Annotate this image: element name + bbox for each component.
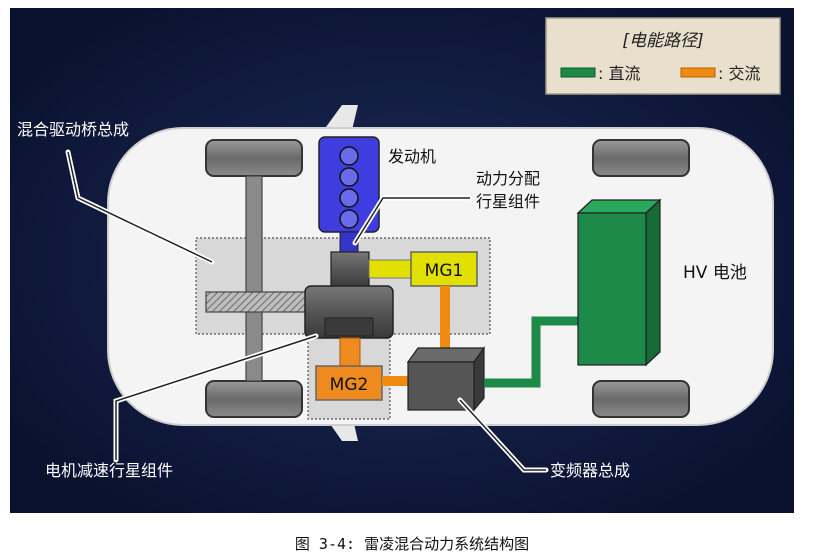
legend-box xyxy=(545,17,781,95)
label-hv-battery: HV 电池 xyxy=(683,263,747,283)
label-mg2: MG2 xyxy=(330,375,369,395)
engine-cylinders xyxy=(339,146,359,229)
ac-line-mg1 xyxy=(440,286,450,348)
legend-dc-swatch xyxy=(560,67,596,78)
front-left-wheel xyxy=(205,139,303,177)
battery-side xyxy=(645,198,661,367)
label-inverter: 变频器总成 xyxy=(550,461,630,480)
rear-left-wheel xyxy=(592,139,690,177)
reduction-gear-hub xyxy=(324,317,374,337)
label-engine: 发动机 xyxy=(388,147,436,166)
front-axle xyxy=(245,175,263,382)
leader-lines xyxy=(67,151,546,471)
label-power-split-2: 行星组件 xyxy=(476,192,540,211)
inverter-top xyxy=(406,347,486,363)
ac-line-mg2 xyxy=(382,376,408,386)
rear-right-wheel xyxy=(592,380,690,418)
legend: [电能路径] : 直流 : 交流 xyxy=(545,17,781,95)
legend-dc-label: : 直流 xyxy=(598,64,640,83)
legend-title: [电能路径] xyxy=(622,31,703,51)
dc-line xyxy=(484,316,578,388)
label-mg1: MG1 xyxy=(425,261,464,281)
hv-battery xyxy=(577,212,647,366)
front-right-wheel xyxy=(205,380,303,418)
mg1-shaft xyxy=(368,259,412,279)
drive-shaft xyxy=(205,291,309,313)
power-split-unit xyxy=(330,251,370,289)
label-motor-reduction: 电机减速行星组件 xyxy=(45,461,173,480)
legend-ac-swatch xyxy=(680,67,716,78)
mg2-box xyxy=(315,365,383,401)
figure-caption: 图 3-4: 雷凌混合动力系统结构图 xyxy=(294,535,530,553)
legend-ac-label: : 交流 xyxy=(718,64,760,83)
label-hybrid-transaxle: 混合驱动桥总成 xyxy=(17,120,129,139)
label-power-split-1: 动力分配 xyxy=(476,169,540,188)
front-light-top xyxy=(326,105,358,130)
mg2-shaft xyxy=(339,337,361,367)
